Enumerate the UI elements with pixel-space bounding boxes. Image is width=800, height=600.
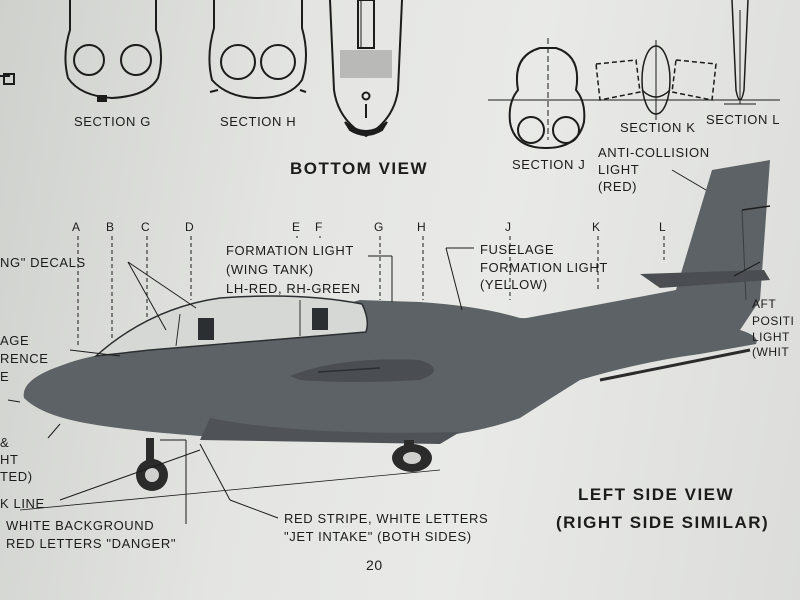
leader-lines: [7, 169, 761, 524]
jet-intake-note-line-2: "JET INTAKE" (BOTH SIDES): [284, 529, 472, 544]
section-g-drawing: [0, 0, 162, 102]
right-side-note: (RIGHT SIDE SIMILAR): [556, 513, 770, 532]
fuselage-formation-line-2: FORMATION LIGHT: [480, 260, 608, 275]
left-lower-line-3: TED): [0, 469, 33, 484]
left-partial-line-1: AGE: [0, 333, 30, 348]
station-letter-l: L: [659, 220, 667, 234]
fuselage-formation-line-3: (YELLOW): [480, 277, 548, 292]
aft-light-line-3: LIGHT: [752, 330, 790, 344]
station-letter-b: B: [106, 220, 115, 234]
section-g-label: SECTION G: [74, 114, 151, 129]
page-number: 20: [366, 557, 383, 573]
left-side-view-title: LEFT SIDE VIEW: [578, 485, 735, 504]
formation-light-line-2: (WING TANK): [226, 262, 314, 277]
section-l-drawing: [724, 0, 756, 105]
danger-note-line-1: WHITE BACKGROUND: [6, 518, 155, 533]
section-j-label: SECTION J: [512, 157, 586, 172]
aft-light-line-2: POSITI: [752, 314, 795, 328]
aft-light-line-1: AFT: [752, 297, 777, 311]
decals-callout: NG" DECALS: [0, 255, 86, 270]
anti-collision-line-2: LIGHT: [598, 162, 640, 177]
anti-collision-line-3: (RED): [598, 179, 638, 194]
bottom-view-title: BOTTOM VIEW: [290, 159, 429, 178]
section-k-label: SECTION K: [620, 120, 696, 135]
left-lower-line-1: &: [0, 435, 10, 450]
section-l-label: SECTION L: [706, 112, 781, 127]
section-j-drawing: [508, 38, 586, 150]
station-letter-f: F: [315, 220, 323, 234]
formation-light-line-3: LH-RED, RH-GREEN: [226, 281, 361, 296]
bottom-view-drawing: [329, 0, 403, 138]
left-partial-line-3: E: [0, 369, 10, 384]
station-letter-c: C: [141, 220, 151, 234]
section-k-drawing: [595, 40, 717, 120]
station-letter-e: E: [292, 220, 301, 234]
station-letter-d: D: [185, 220, 195, 234]
station-letter-h: H: [417, 220, 427, 234]
left-partial-line-2: RENCE: [0, 351, 49, 366]
station-ticks: [77, 236, 665, 345]
station-letter-a: A: [72, 220, 81, 234]
section-h-drawing: [208, 0, 307, 100]
fuselage-formation-line-1: FUSELAGE: [480, 242, 555, 257]
check-line-label: K LINE: [0, 496, 45, 511]
aircraft-silhouette: [23, 160, 771, 491]
left-lower-line-2: HT: [0, 452, 19, 467]
station-letter-j: J: [505, 220, 512, 234]
formation-light-line-1: FORMATION LIGHT: [226, 243, 354, 258]
section-h-label: SECTION H: [220, 114, 297, 129]
danger-note-line-2: RED LETTERS "DANGER": [6, 536, 177, 551]
anti-collision-line-1: ANTI-COLLISION: [598, 145, 710, 160]
aft-light-line-4: (WHIT: [752, 345, 790, 359]
station-letter-g: G: [374, 220, 384, 234]
jet-intake-note-line-1: RED STRIPE, WHITE LETTERS: [284, 511, 489, 526]
station-letter-k: K: [592, 220, 601, 234]
